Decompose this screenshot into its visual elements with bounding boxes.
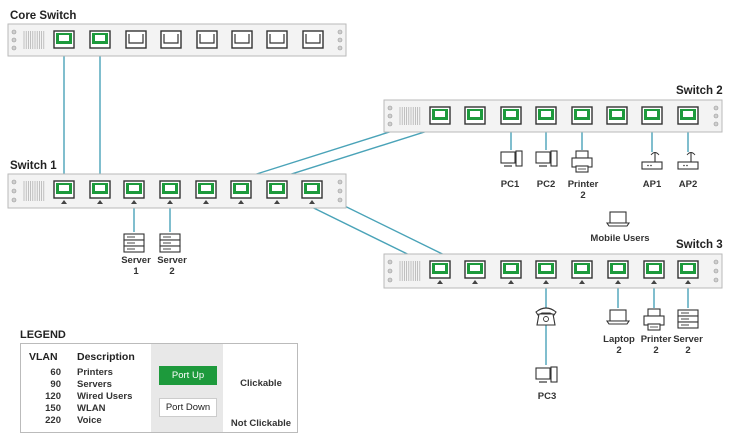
legend-vlan-desc: Printers bbox=[77, 367, 113, 378]
switch1-port-3[interactable] bbox=[123, 180, 145, 199]
ap2-icon[interactable] bbox=[677, 151, 699, 170]
legend-vlan-id: 120 bbox=[45, 391, 61, 402]
legend-vlan-desc: Servers bbox=[77, 379, 112, 390]
switch2-port-1[interactable] bbox=[429, 106, 451, 125]
switch3-port-4[interactable] bbox=[535, 260, 557, 279]
switch3-port-2[interactable] bbox=[464, 260, 486, 279]
mobile-users-label: Mobile Users bbox=[590, 233, 650, 244]
switch3-port-8[interactable] bbox=[677, 260, 699, 279]
legend-vlan-id: 150 bbox=[45, 403, 61, 414]
port-clickable-marker bbox=[508, 280, 514, 284]
printer-s3-icon[interactable] bbox=[643, 308, 665, 331]
server1-label: Server 1 bbox=[121, 255, 151, 277]
switch1-port-1[interactable] bbox=[53, 180, 75, 199]
core-switch-port-5[interactable] bbox=[196, 30, 218, 49]
laptop2-icon[interactable] bbox=[606, 309, 630, 325]
printer-s3-label: Printer 2 bbox=[640, 334, 672, 356]
port-clickable-marker bbox=[309, 200, 315, 204]
switch1-port-8[interactable] bbox=[301, 180, 323, 199]
port-clickable-marker bbox=[61, 200, 67, 204]
port-clickable-marker bbox=[543, 280, 549, 284]
core-switch-port-6[interactable] bbox=[231, 30, 253, 49]
pc1-icon[interactable] bbox=[500, 150, 523, 167]
core-switch-port-2[interactable] bbox=[89, 30, 111, 49]
pc2-label: PC2 bbox=[536, 179, 556, 190]
mobile-users-laptop-icon[interactable] bbox=[606, 211, 630, 227]
core-switch-port-4[interactable] bbox=[160, 30, 182, 49]
switch1-port-6[interactable] bbox=[230, 180, 252, 199]
port-clickable-marker bbox=[685, 280, 691, 284]
port-down-badge: Port Down bbox=[159, 398, 217, 417]
legend-vlan-id: 90 bbox=[50, 379, 61, 390]
switch3-port-1[interactable] bbox=[429, 260, 451, 279]
switch2-port-8[interactable] bbox=[677, 106, 699, 125]
core-switch-port-3[interactable] bbox=[125, 30, 147, 49]
printer-s2-label: Printer 2 bbox=[567, 179, 599, 201]
legend-vlan-id: 220 bbox=[45, 415, 61, 426]
switch3-port-6[interactable] bbox=[607, 260, 629, 279]
switch3-title: Switch 3 bbox=[676, 239, 723, 251]
legend-vlan-header: VLAN bbox=[29, 351, 58, 363]
server2-label: Server 2 bbox=[157, 255, 187, 277]
port-clickable-marker bbox=[615, 280, 621, 284]
legend-clickable-label: Clickable bbox=[240, 378, 282, 389]
server2-icon[interactable] bbox=[159, 233, 181, 253]
switch1-port-5[interactable] bbox=[195, 180, 217, 199]
ap1-label: AP1 bbox=[642, 179, 662, 190]
port-clickable-marker bbox=[437, 280, 443, 284]
core-switch-title: Core Switch bbox=[10, 10, 77, 22]
legend-vlan-desc: WLAN bbox=[77, 403, 106, 414]
switch1-port-7[interactable] bbox=[266, 180, 288, 199]
port-clickable-marker bbox=[97, 200, 103, 204]
switch2-port-7[interactable] bbox=[641, 106, 663, 125]
server-s3-label: Server 2 bbox=[673, 334, 703, 356]
port-up-badge: Port Up bbox=[159, 366, 217, 385]
server-s3-icon[interactable] bbox=[677, 309, 699, 329]
port-clickable-marker bbox=[472, 280, 478, 284]
switch2-title: Switch 2 bbox=[676, 85, 723, 97]
pc3-icon[interactable] bbox=[535, 366, 558, 383]
legend-desc-header: Description bbox=[77, 351, 135, 363]
legend-not-clickable-label: Not Clickable bbox=[230, 418, 292, 429]
switch3-port-3[interactable] bbox=[500, 260, 522, 279]
port-clickable-marker bbox=[651, 280, 657, 284]
port-clickable-marker bbox=[203, 200, 209, 204]
legend-vlan-desc: Voice bbox=[77, 415, 102, 426]
laptop2-label: Laptop 2 bbox=[603, 334, 635, 356]
switch3-port-7[interactable] bbox=[643, 260, 665, 279]
core-switch-port-7[interactable] bbox=[266, 30, 288, 49]
legend-title: LEGEND bbox=[20, 329, 66, 341]
legend-port-status: Port Up Port Down bbox=[151, 344, 223, 432]
printer-s2-icon[interactable] bbox=[571, 150, 593, 173]
pc1-label: PC1 bbox=[500, 179, 520, 190]
legend-vlan-desc: Wired Users bbox=[77, 391, 133, 402]
port-clickable-marker bbox=[131, 200, 137, 204]
switch1-port-4[interactable] bbox=[159, 180, 181, 199]
pc2-icon[interactable] bbox=[535, 150, 558, 167]
port-clickable-marker bbox=[274, 200, 280, 204]
port-clickable-marker bbox=[167, 200, 173, 204]
core-switch-port-1[interactable] bbox=[53, 30, 75, 49]
switch3-port-5[interactable] bbox=[571, 260, 593, 279]
ap1-icon[interactable] bbox=[641, 151, 663, 170]
switch2-port-6[interactable] bbox=[606, 106, 628, 125]
server1-icon[interactable] bbox=[123, 233, 145, 253]
switch2-port-3[interactable] bbox=[500, 106, 522, 125]
ap2-label: AP2 bbox=[678, 179, 698, 190]
core-switch-port-8[interactable] bbox=[302, 30, 324, 49]
switch1-port-2[interactable] bbox=[89, 180, 111, 199]
pc3-label: PC3 bbox=[537, 391, 557, 402]
switch2-port-5[interactable] bbox=[571, 106, 593, 125]
switch2-port-4[interactable] bbox=[535, 106, 557, 125]
port-clickable-marker bbox=[579, 280, 585, 284]
legend-clickable-key: Clickable Not Clickable bbox=[225, 344, 297, 432]
phone-icon[interactable] bbox=[535, 307, 557, 326]
port-clickable-marker bbox=[238, 200, 244, 204]
switch1-title: Switch 1 bbox=[10, 160, 57, 172]
switch2-port-2[interactable] bbox=[464, 106, 486, 125]
legend-vlan-id: 60 bbox=[50, 367, 61, 378]
